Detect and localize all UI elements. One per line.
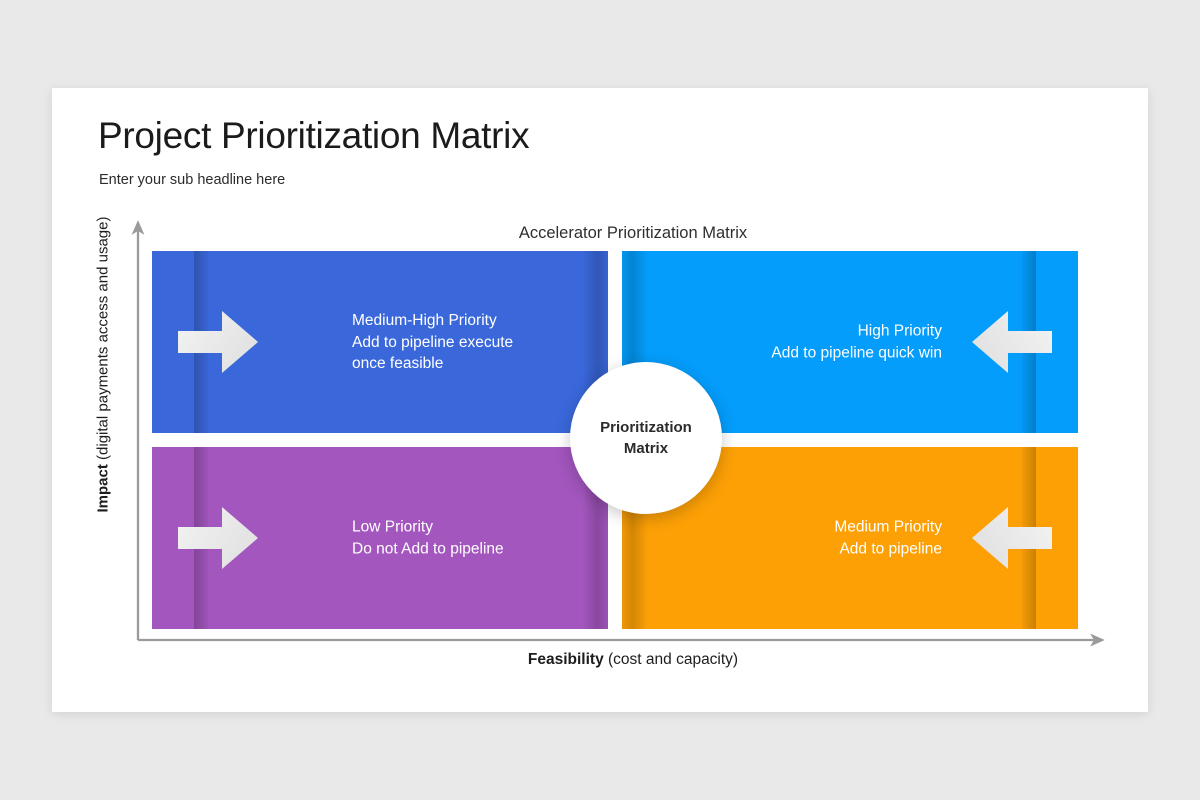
- quadrant-bottom-left-text: Low Priority Do not Add to pipeline: [352, 517, 602, 560]
- arrow-right-icon: [178, 507, 258, 569]
- quadrant-top-left-text: Medium-High Priority Add to pipeline exe…: [352, 310, 602, 375]
- y-axis-label-strong: Impact: [94, 464, 112, 513]
- quadrant-heading: Medium-High Priority: [352, 311, 497, 329]
- prioritization-matrix-chart: Accelerator Prioritization Matrix Impact…: [52, 88, 1148, 712]
- arrow-left-icon: [972, 507, 1052, 569]
- y-axis-label-rest: (digital payments access and usage): [94, 216, 112, 465]
- page-subtitle: Enter your sub headline here: [99, 172, 286, 188]
- quadrant-line2: Do not Add to pipeline: [352, 540, 504, 557]
- quadrant-heading: High Priority: [857, 322, 942, 340]
- y-axis-label: Impact (digital payments access and usag…: [95, 195, 112, 535]
- center-hub-line1: Prioritization: [600, 419, 692, 436]
- x-axis-label-rest: (cost and capacity): [603, 651, 739, 668]
- quadrant-bottom-left[interactable]: Low Priority Do not Add to pipeline: [152, 447, 608, 629]
- quadrant-line2: Add to pipeline quick win: [771, 344, 942, 361]
- page-title: Project Prioritization Matrix: [98, 115, 530, 156]
- arrow-left-icon: [972, 311, 1052, 373]
- chart-title: Accelerator Prioritization Matrix: [518, 224, 748, 242]
- slide-card: Project Prioritization Matrix Enter your…: [52, 88, 1148, 712]
- quadrant-heading: Low Priority: [352, 518, 433, 536]
- center-hub-label: Prioritization Matrix: [600, 417, 692, 459]
- arrow-right-icon: [178, 311, 258, 373]
- quadrant-heading: Medium Priority: [834, 518, 942, 536]
- quadrant-line2: Add to pipeline execute: [352, 333, 514, 351]
- center-hub-line2: Matrix: [623, 440, 669, 457]
- quadrant-bottom-right-text: Medium Priority Add to pipeline: [662, 517, 942, 560]
- quadrant-line2: Add to pipeline: [839, 540, 942, 557]
- x-axis-label: Feasibility (cost and capacity): [52, 651, 1148, 669]
- quadrant-line3: once feasible: [352, 354, 444, 372]
- quadrant-top-left[interactable]: Medium-High Priority Add to pipeline exe…: [152, 251, 608, 433]
- x-axis-label-strong: Feasibility: [527, 651, 604, 668]
- center-hub[interactable]: Prioritization Matrix: [570, 362, 722, 514]
- quadrant-top-right-text: High Priority Add to pipeline quick win: [662, 321, 942, 364]
